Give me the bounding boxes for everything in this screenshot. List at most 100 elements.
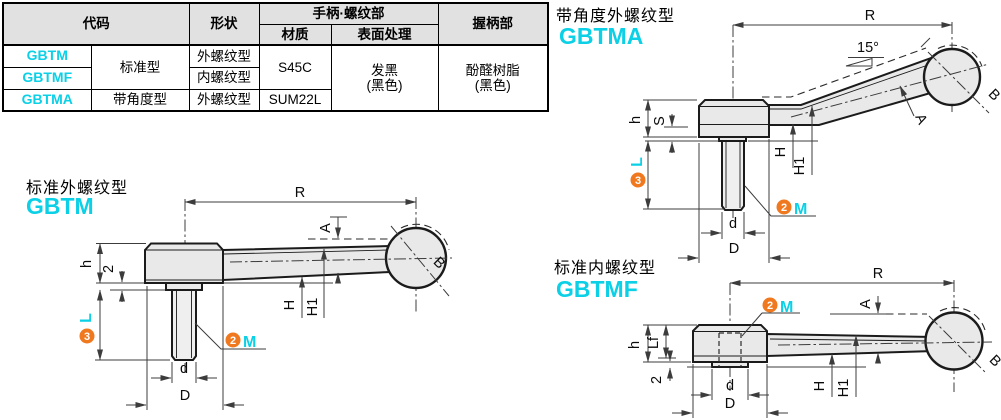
dim-label-h: h: [628, 116, 644, 124]
angle-wedge-icon: [845, 57, 873, 67]
dim-line-A: [899, 85, 915, 117]
dim-label-Lf: Lf: [646, 336, 662, 349]
hub: [698, 99, 770, 138]
grip-line1: 酚醛树脂: [465, 63, 520, 78]
badge-2-number: 2: [767, 300, 773, 312]
dim-label-H1: H1: [792, 157, 808, 176]
code-gbtma: GBTMA: [2, 88, 92, 112]
gbtma-title: 带角度外螺纹型: [556, 8, 676, 25]
dim-label-R: R: [295, 185, 305, 201]
gbtm-title: 标准外螺纹型: [26, 180, 129, 197]
swing-arc-dashed: [937, 44, 983, 67]
dim-label-d: d: [729, 216, 737, 232]
bar-axis-centerline: [229, 257, 453, 263]
gbtma-code: GBTMA: [559, 23, 644, 49]
bar-axis-centerline: [777, 341, 993, 346]
dim-label-R: R: [873, 266, 883, 282]
material-sum22l: SUM22L: [258, 88, 332, 112]
badge-2-circle: [225, 332, 241, 348]
dim-label-H: H: [773, 147, 789, 157]
dim-label-M: M: [780, 299, 793, 316]
handle-bar: [222, 244, 391, 282]
badge-2-circle: [762, 297, 778, 313]
dim-label-S: S: [652, 116, 668, 126]
table-row: GBTMA 带角度型 外螺纹型 SUM22L: [2, 88, 548, 112]
dim-label-L: L: [629, 157, 646, 167]
grip-value: 酚醛树脂 (黑色): [437, 44, 549, 112]
header-shape: 形状: [188, 2, 260, 46]
header-material: 材质: [258, 23, 332, 46]
swing-arc-dashed: [939, 307, 986, 331]
dim-label-D: D: [180, 388, 190, 404]
surface-line1: 发黑: [371, 63, 398, 78]
drawing-gbtm: R A B h 2: [78, 185, 453, 410]
table-row: GBTMF 内螺纹型: [2, 66, 548, 90]
arc-end-tick: [920, 37, 931, 48]
swing-arc-dashed: [400, 223, 450, 251]
bar-highlight-line: [223, 249, 389, 255]
hub: [144, 242, 224, 284]
ball-diagonal-centerline: [390, 225, 450, 297]
dim-label-B: B: [985, 86, 1001, 104]
leader-M: [744, 185, 816, 217]
dim-label-H1: H1: [305, 298, 321, 317]
bar-highlight-line: [770, 63, 932, 110]
surface-value: 发黑 (黑色): [330, 44, 439, 112]
gbtmf-code: GBTMF: [556, 276, 638, 302]
badge-2-number: 2: [230, 335, 236, 347]
dim-label-A: A: [858, 299, 874, 309]
badge-3-number: 3: [635, 175, 641, 187]
code-gbtmf: GBTMF: [2, 66, 92, 90]
boss: [711, 361, 749, 368]
leader-M: [741, 312, 763, 337]
drawing-gbtma: R 15° A B h: [628, 8, 1001, 263]
gbtmf-title: 标准内螺纹型: [554, 260, 657, 277]
surface-line2: (黑色): [366, 78, 403, 93]
angle-label: 15°: [857, 40, 879, 56]
spec-table: 代码 形状 手柄·螺纹部 握柄部 材质 表面处理 GBTM 标准型 外螺纹型 S…: [2, 2, 549, 112]
dim-label-A: A: [911, 112, 930, 128]
leader-M: [194, 322, 266, 350]
type-standard: 标准型: [90, 44, 190, 90]
dim-label-A: A: [318, 223, 334, 233]
dim-label-H: H: [282, 300, 298, 310]
dim-label-L: L: [78, 313, 95, 323]
dim-label-H1: H1: [836, 379, 852, 398]
type-angled: 带角度型: [90, 88, 190, 112]
dim-label-D: D: [725, 396, 735, 412]
header-handle-thread: 手柄·螺纹部: [258, 2, 439, 25]
header-surface: 表面处理: [330, 23, 439, 46]
shape-external-2: 外螺纹型: [188, 88, 260, 112]
handle-bar: [766, 332, 935, 358]
bar-axis-centerline: [790, 63, 990, 118]
badge-2-circle: [776, 199, 792, 215]
bar-highlight-line: [769, 338, 931, 342]
ball-diagonal-centerline: [927, 51, 990, 114]
badge-3-circle: [79, 328, 95, 344]
dim-label-M: M: [794, 201, 807, 218]
grip-line2: (黑色): [474, 78, 511, 93]
boss: [165, 282, 203, 291]
badge-3-circle: [630, 172, 646, 188]
dim-label-M: M: [243, 334, 256, 351]
dim-label-d: d: [180, 361, 188, 377]
thread-stud: [721, 140, 745, 211]
dim-label-h: h: [79, 260, 95, 268]
dim-label-H: H: [812, 381, 828, 391]
dim-label-d: d: [726, 378, 734, 394]
swing-plane-dashed: [762, 47, 927, 98]
dim-label-2: 2: [649, 376, 665, 384]
dim-label-D: D: [729, 241, 739, 257]
thread-stud: [171, 289, 197, 361]
dim-label-h: h: [627, 341, 643, 349]
dim-label-B: B: [986, 352, 1001, 370]
hub: [692, 324, 768, 363]
dim-label-R: R: [865, 8, 875, 24]
gbtm-code: GBTM: [26, 193, 94, 219]
ball-grip: [922, 47, 982, 107]
badge-3-number: 3: [84, 331, 90, 343]
dim-label-2: 2: [101, 265, 117, 273]
ball-diagonal-centerline: [928, 315, 987, 374]
